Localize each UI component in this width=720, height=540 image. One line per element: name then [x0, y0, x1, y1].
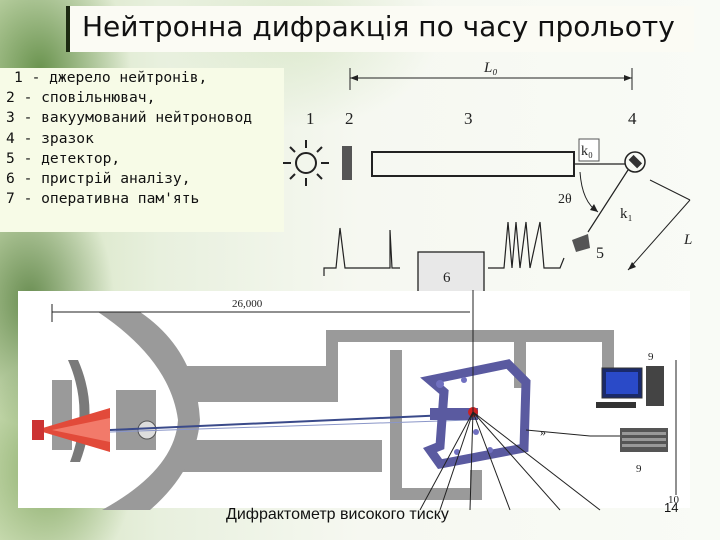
- detector-bank: [430, 408, 478, 420]
- legend-item: 5 - детектор,: [6, 149, 121, 167]
- k0-box: [578, 138, 600, 162]
- legend-box: 1 - джерело нейтронів, 2 - сповільнювач,…: [0, 68, 284, 232]
- k0-label: k₀: [581, 144, 593, 159]
- tof-trace: [323, 221, 565, 276]
- detector-element: [473, 429, 479, 435]
- legend-item: 1 - джерело нейтронів,: [14, 69, 208, 86]
- detector-element: [487, 447, 493, 453]
- legend-item: 4 - зразок: [6, 129, 94, 147]
- legend-item: 3 - вакуумований нейтроновод: [6, 109, 253, 127]
- detector-icon: [572, 234, 590, 252]
- moderator-icon: [342, 146, 352, 180]
- page-number: 14: [664, 500, 679, 515]
- sample-icon: [624, 151, 646, 173]
- arrow-head: [624, 75, 632, 81]
- detector-element: [461, 377, 467, 383]
- label-3: 3: [464, 109, 473, 128]
- label-5: 5: [596, 245, 604, 262]
- slide-title: Нейтронна дифракція по часу прольоту: [82, 10, 675, 43]
- neutron-source-icon: [283, 140, 329, 186]
- label-2: 2: [345, 109, 354, 128]
- label-1: 1: [306, 109, 315, 128]
- detector-lines: [419, 290, 601, 511]
- label-10: 10: [668, 494, 680, 506]
- k1-label: k₁: [620, 206, 633, 222]
- l-arm: [649, 179, 691, 201]
- arrow-head: [590, 204, 598, 212]
- shielding-curve: [98, 312, 200, 510]
- l-label: L: [683, 232, 692, 248]
- source-cone-inner: [52, 418, 110, 442]
- neutron-guide: [371, 151, 575, 177]
- scattered-beam: [587, 169, 629, 233]
- plan-caption: Дифрактометр високого тиску: [226, 506, 449, 523]
- legend-item: 6 - пристрій аналізу,: [6, 170, 191, 188]
- detector-element: [436, 380, 444, 388]
- source-icon: [32, 420, 44, 440]
- shielding: [52, 330, 614, 500]
- beam-guide: [109, 413, 471, 431]
- l-dimension-line: [627, 199, 691, 271]
- label-4: 4: [628, 109, 637, 128]
- l0-label: L₀: [483, 60, 498, 76]
- beam-guide-2: [109, 419, 471, 433]
- label-6: 6: [443, 270, 451, 286]
- label-9b: 9: [636, 463, 642, 475]
- angle-label: 2θ: [558, 192, 572, 207]
- electronics-rack-icon: [620, 428, 668, 452]
- legend-item: 7 - оперативна пам'ять: [6, 190, 200, 208]
- analyzer-box: [417, 251, 485, 293]
- slide-title-box: Нейтронна дифракція по часу прольоту: [66, 6, 694, 52]
- angle-arc: [579, 171, 599, 213]
- computer-icon: [596, 366, 664, 408]
- dimension-label: 26,000: [232, 298, 263, 310]
- legend-item: 2 - сповільнювач,: [6, 89, 156, 107]
- output-arrow: »: [540, 425, 546, 439]
- arrow-head: [350, 75, 358, 81]
- output-line: [525, 429, 591, 437]
- arrow-head: [628, 262, 636, 270]
- label-9a: 9: [648, 351, 654, 363]
- chopper-icon: [137, 420, 157, 440]
